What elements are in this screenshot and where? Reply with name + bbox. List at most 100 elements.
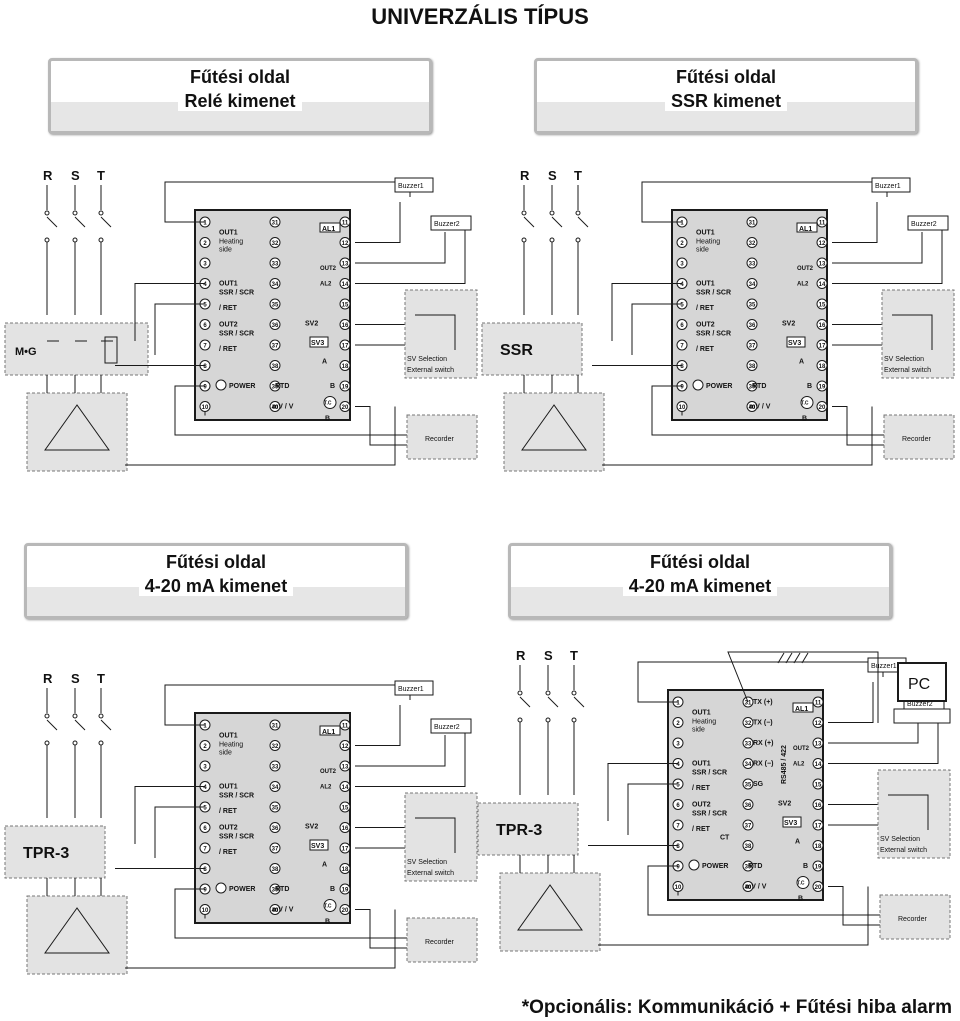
terminal xyxy=(816,380,828,392)
terminal-label: 2 xyxy=(680,241,684,247)
terminal-label: 34 xyxy=(749,282,756,288)
out1b-label: OUT1 xyxy=(219,784,238,791)
ret-label: / RET xyxy=(696,305,715,312)
terminal-label: 10 xyxy=(679,405,686,411)
buzzer1-box xyxy=(871,177,911,193)
phase-node xyxy=(72,713,78,719)
ssr-scr-label: SSR / SCR xyxy=(692,770,727,777)
terminal-label: 5 xyxy=(203,303,207,309)
al2-label: AL2 xyxy=(320,282,332,288)
terminal xyxy=(269,740,281,751)
buzzer1-box xyxy=(394,177,434,193)
wire xyxy=(602,406,873,466)
terminal xyxy=(816,298,828,310)
terminal-label: 19 xyxy=(815,865,822,871)
terminal xyxy=(339,339,351,351)
terminal-label: 40 xyxy=(745,885,752,891)
out1b-label: OUT1 xyxy=(696,281,715,288)
buzzer2-wire xyxy=(355,735,446,767)
phase-node xyxy=(98,237,104,243)
terminal xyxy=(269,339,281,351)
wire xyxy=(355,720,466,787)
sv-switch-wire xyxy=(892,314,933,350)
b-label: B xyxy=(807,383,812,390)
terminal-label: 19 xyxy=(819,385,826,391)
terminal-label: 14 xyxy=(819,282,826,288)
load-box xyxy=(481,322,583,376)
phase-label: R xyxy=(43,168,53,183)
recorder-wire xyxy=(828,886,898,926)
recorder-box xyxy=(883,414,955,460)
terminal-label: 10 xyxy=(202,405,209,411)
terminal xyxy=(339,883,351,895)
terminal-label: 4 xyxy=(203,785,207,791)
out1-wire xyxy=(154,806,205,858)
out1-label: OUT1 xyxy=(692,710,711,717)
terminal-label: 1 xyxy=(203,221,207,227)
terminal-label: 33 xyxy=(272,262,279,268)
out1-label: OUT1 xyxy=(219,733,238,740)
out1-wire xyxy=(607,763,678,821)
terminal-label: 17 xyxy=(342,344,349,350)
terminal-label: 14 xyxy=(342,785,349,791)
buzzer1-label: Buzzer1 xyxy=(398,686,424,693)
sv3-box xyxy=(309,839,329,851)
al1-box xyxy=(319,222,341,233)
terminal-label: 17 xyxy=(819,344,826,350)
side-label: side xyxy=(692,727,705,734)
heater-delta-icon xyxy=(44,907,110,954)
terminal xyxy=(199,257,211,269)
terminal xyxy=(812,819,824,831)
header-line2: Relé kimenet xyxy=(178,91,302,111)
terminal-label: 10 xyxy=(202,908,209,914)
terminal xyxy=(812,737,824,749)
phase-label: R xyxy=(43,671,53,686)
switch-blade xyxy=(523,216,535,228)
phase-node xyxy=(517,717,523,723)
buzzer2-label: Buzzer2 xyxy=(911,221,937,228)
rtd-label: RTD xyxy=(275,383,289,390)
terminal-label: 1 xyxy=(203,724,207,730)
terminal xyxy=(812,758,824,769)
power-icon xyxy=(688,859,700,871)
terminal xyxy=(339,781,351,792)
terminal xyxy=(672,819,684,831)
out1-wire xyxy=(627,783,678,835)
sv-selection-label: SV Selection xyxy=(884,356,924,363)
terminal xyxy=(269,904,281,915)
a-label: A xyxy=(322,359,327,366)
sv3-box xyxy=(782,816,802,828)
switch-blade xyxy=(573,696,585,708)
terminal xyxy=(742,737,754,749)
ret-label: / RET xyxy=(692,785,711,792)
terminal xyxy=(742,860,754,872)
heater-delta-icon xyxy=(517,884,583,931)
out1-wire xyxy=(611,283,682,341)
terminal xyxy=(339,216,351,228)
recorder-wire xyxy=(647,865,898,916)
tx-plus-label: TX (+) xyxy=(753,699,773,706)
terminal-label: 31 xyxy=(272,724,279,730)
sv-selection-box xyxy=(881,289,955,379)
terminal-label: 6 xyxy=(203,323,207,329)
terminal-label: 15 xyxy=(342,806,349,812)
al1-box xyxy=(796,222,818,233)
header-panel-ma-2: Fűtési oldal 4-20 mA kimenet xyxy=(508,543,892,619)
terminal xyxy=(269,216,281,228)
phase-label: T xyxy=(97,671,105,686)
terminal xyxy=(269,360,281,371)
heater-delta-icon xyxy=(521,404,587,451)
tc-icon xyxy=(800,396,814,409)
shield-icon xyxy=(785,652,793,664)
recorder-wire xyxy=(355,406,425,446)
recorder-label: Recorder xyxy=(425,939,454,946)
sv-external-label: External switch xyxy=(407,870,454,877)
page-title: UNIVERZÁLIS TÍPUS xyxy=(371,4,589,29)
out1b-label: OUT1 xyxy=(692,761,711,768)
terminal xyxy=(816,319,828,330)
terminal-label: 6 xyxy=(676,803,680,809)
out2-label: OUT2 xyxy=(219,825,238,832)
